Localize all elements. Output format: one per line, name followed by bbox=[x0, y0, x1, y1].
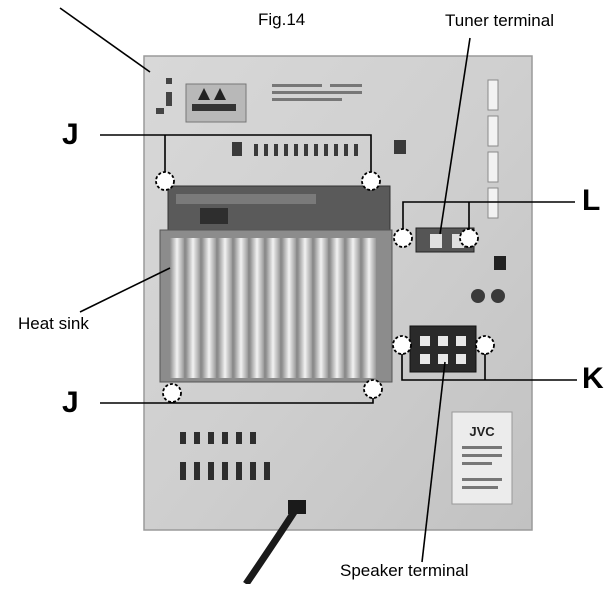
jack-cluster bbox=[471, 256, 506, 303]
warning-label bbox=[156, 78, 247, 123]
connector-pin-row bbox=[232, 140, 406, 156]
heat-sink-label: Heat sink bbox=[18, 314, 89, 333]
speaker-terminal-block bbox=[409, 325, 477, 373]
leader-j-top bbox=[100, 134, 372, 172]
figure-title: Fig.14 bbox=[258, 10, 306, 29]
leader-speaker bbox=[421, 361, 446, 563]
speaker-terminal-label: Speaker terminal bbox=[340, 561, 469, 580]
spec-text-block bbox=[272, 84, 362, 101]
tuner-terminal-label: Tuner terminal bbox=[445, 11, 554, 30]
screw-l-right bbox=[459, 228, 479, 248]
screw-j-top-left bbox=[155, 171, 175, 191]
k-label: K bbox=[582, 362, 604, 395]
j-top-label: J bbox=[62, 118, 79, 151]
j-bottom-label: J bbox=[62, 386, 79, 419]
leader-k bbox=[401, 354, 577, 381]
l-label: L bbox=[582, 184, 601, 217]
leader-lines bbox=[59, 7, 577, 563]
screw-k-right bbox=[475, 335, 495, 355]
board-component-strip bbox=[176, 194, 316, 204]
vent-slots bbox=[180, 432, 270, 480]
screw-j-bottom-right bbox=[363, 379, 383, 399]
board-chip bbox=[200, 208, 228, 224]
screw-j-top-right bbox=[361, 171, 381, 191]
heat-sink bbox=[159, 229, 393, 383]
screw-j-bottom-left bbox=[162, 383, 182, 403]
right-side-slots bbox=[487, 79, 499, 219]
leader-l bbox=[402, 201, 575, 229]
jvc-label bbox=[451, 411, 513, 505]
screw-markers bbox=[155, 171, 495, 403]
leader-heat-sink bbox=[79, 267, 171, 313]
leader-j-bottom bbox=[100, 398, 374, 404]
leader-panel bbox=[59, 7, 151, 73]
leader-tuner bbox=[439, 37, 471, 235]
screw-l-left bbox=[393, 228, 413, 248]
brand-mark: JVC bbox=[469, 424, 495, 439]
screw-k-left bbox=[392, 335, 412, 355]
